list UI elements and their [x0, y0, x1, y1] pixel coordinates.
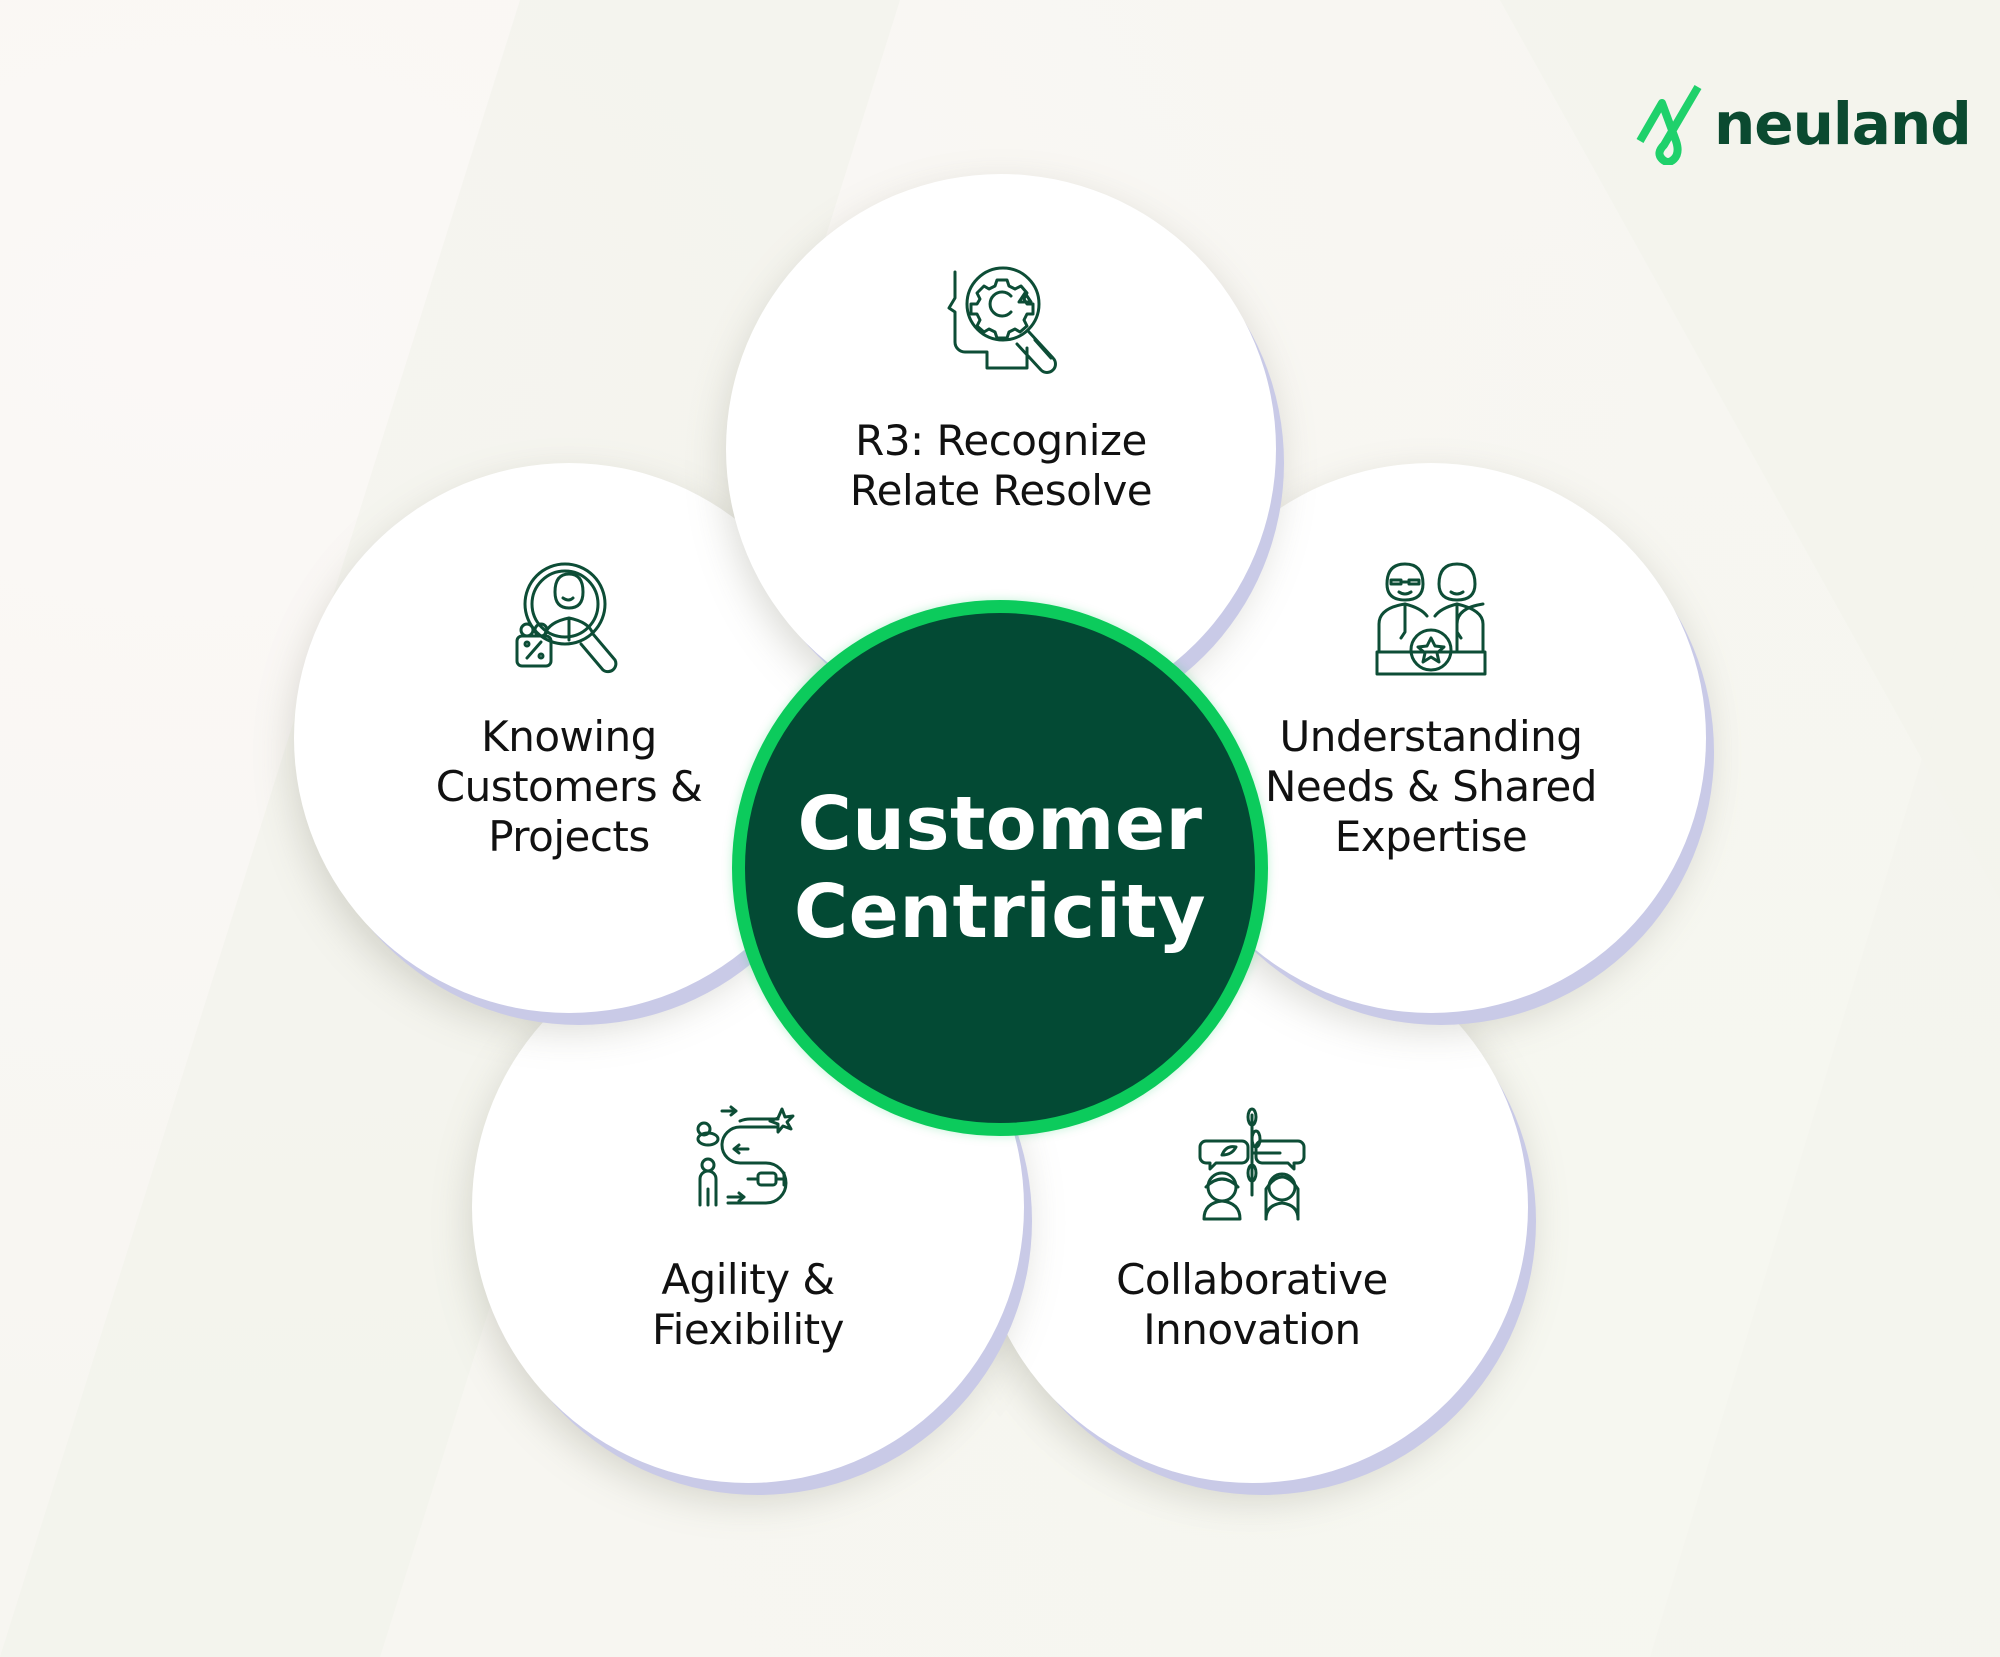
neuland-wordmark: neuland: [1714, 90, 1972, 158]
winding-path-person-icon: [696, 1105, 795, 1207]
petal-label: Agility & Fiexibility: [652, 1255, 844, 1354]
petal-label: R3: Recognize Relate Resolve: [849, 416, 1153, 515]
customer-search-discount-icon: [515, 562, 618, 674]
petal-label: Understanding Needs & Shared Expertise: [1265, 712, 1597, 861]
head-gear-magnifier-icon: [947, 266, 1057, 374]
two-experts-star-icon: [1375, 562, 1487, 676]
petal-label: Collaborative Innovation: [1116, 1255, 1388, 1354]
neuland-logo-mark-icon: [1636, 84, 1702, 165]
neuland-logo: neuland: [1636, 84, 1972, 165]
center-title: Customer Centricity: [793, 781, 1207, 955]
two-people-idea-chat-icon: [1198, 1107, 1306, 1221]
petal-label: Knowing Customers & Projects: [435, 712, 703, 861]
center-hub: Customer Centricity: [732, 600, 1268, 1136]
